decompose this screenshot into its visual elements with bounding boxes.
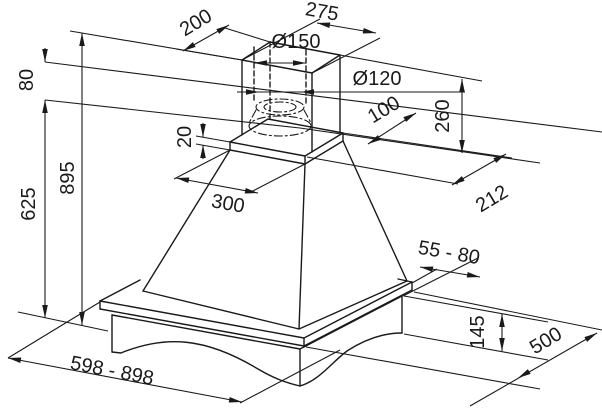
dimension-arrow	[42, 100, 48, 113]
label-212: 212	[472, 181, 512, 217]
dimension-arrowheads	[8, 22, 597, 403]
dimension-arrow	[176, 177, 190, 184]
dimension-arrow	[368, 135, 381, 144]
dimension-300	[173, 149, 306, 194]
label-275: 275	[304, 0, 341, 26]
dimension-arrow	[183, 42, 196, 51]
dimension-arrow	[79, 312, 85, 325]
label-duct-inner: Ø120	[353, 68, 402, 90]
dimension-arrow	[362, 27, 376, 34]
dimension-arrow	[403, 113, 416, 122]
hood-top-plate	[229, 118, 344, 165]
dimension-598-898	[7, 301, 341, 404]
dimension-arrow	[246, 89, 259, 95]
dimension-arrow	[420, 266, 434, 273]
base-shelf	[99, 278, 413, 347]
label-895: 895	[57, 161, 79, 194]
label-duct-outer: Ø150	[272, 31, 321, 53]
duct-collar	[248, 46, 312, 137]
label-500: 500	[526, 323, 566, 359]
dimension-arrow	[499, 338, 505, 351]
dimension-arrow	[459, 79, 465, 92]
dimension-arrow	[293, 60, 306, 66]
label-145: 145	[467, 315, 489, 348]
dimension-arrow	[216, 25, 229, 34]
dimension-arrow	[8, 357, 22, 364]
ref-line-lower	[44, 99, 541, 164]
label-598-898: 598 - 898	[68, 352, 155, 390]
dimension-arrow	[244, 187, 258, 194]
dimension-arrow	[493, 154, 506, 163]
dimension-20	[195, 123, 231, 159]
base-skirt-arch	[111, 295, 403, 387]
dimension-arrow	[42, 49, 48, 62]
label-80: 80	[16, 69, 38, 91]
dimension-arrow	[200, 124, 206, 137]
dimension-arrow	[317, 22, 331, 29]
dimension-arrow	[79, 33, 85, 46]
dimension-arrow	[228, 396, 242, 403]
ref-line-bottom-tick	[17, 311, 109, 332]
dimension-500	[305, 291, 602, 407]
dimension-arrow	[42, 305, 48, 318]
dimension-lines	[7, 18, 602, 407]
label-55-80: 55 - 80	[416, 237, 481, 269]
label-20: 20	[174, 126, 196, 148]
dimension-arrow	[301, 89, 314, 95]
dimension-arrow	[584, 333, 597, 342]
ref-line-upper	[44, 61, 602, 133]
hood-outline	[99, 41, 413, 387]
dimension-arrow	[200, 145, 206, 158]
label-100: 100	[364, 92, 404, 128]
label-625: 625	[18, 187, 40, 220]
dimension-arrow	[466, 271, 480, 278]
dimension-arrow	[254, 60, 267, 66]
label-260: 260	[432, 99, 454, 132]
dimension-212	[306, 132, 513, 186]
dimension-arrow	[459, 140, 465, 153]
dimension-arrow	[518, 369, 531, 378]
dimension-labels: 275 200 Ø150 Ø120 80 895 625 20 300 212 …	[16, 0, 566, 390]
dimension-arrow	[499, 314, 505, 327]
label-300: 300	[210, 190, 247, 217]
hood-pyramid	[142, 140, 408, 330]
dimension-arrow	[452, 176, 465, 185]
